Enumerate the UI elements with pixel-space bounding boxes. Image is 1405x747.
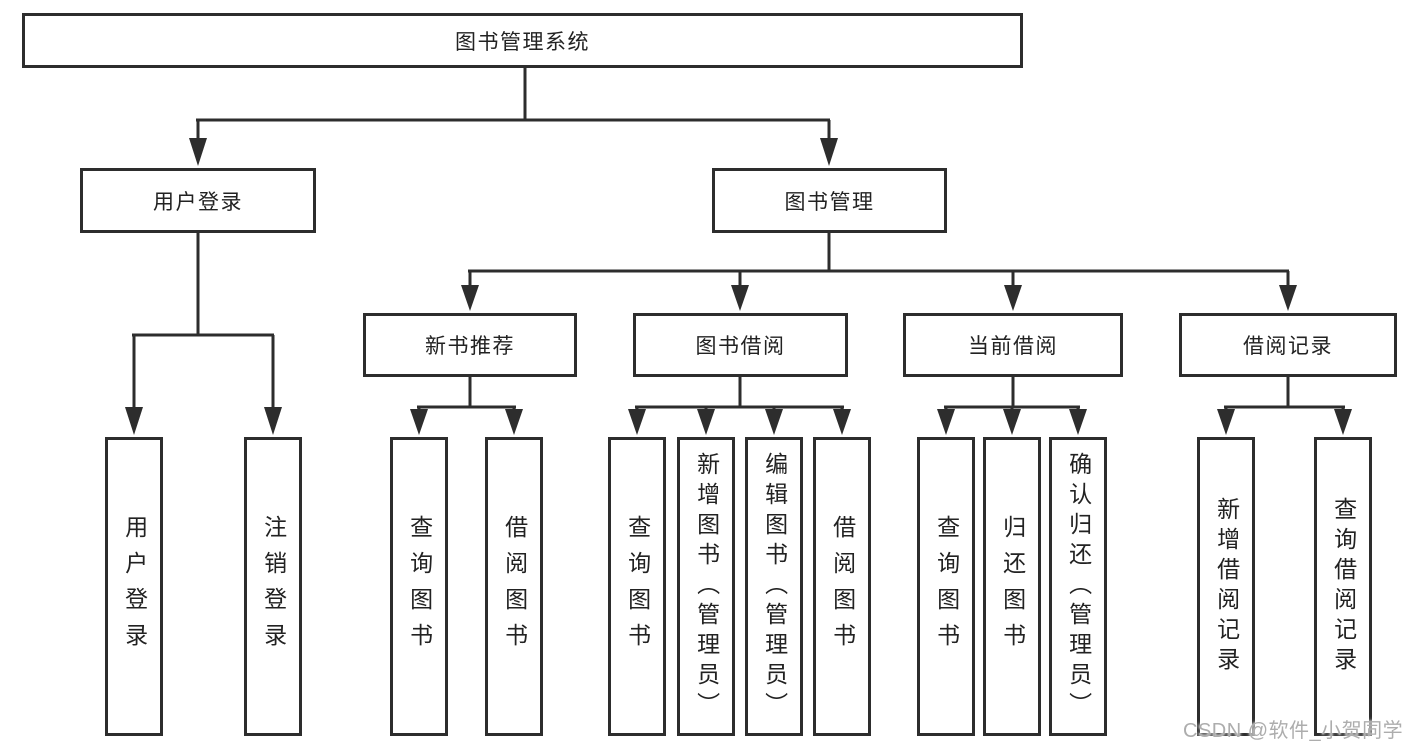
leaf-confirm-return-admin: 确认归还（管理员） (1049, 437, 1107, 736)
node-book-management: 图书管理 (712, 168, 947, 233)
watermark: CSDN @软件_小贺同学 (1183, 720, 1404, 742)
leaf-edit-book-admin: 编辑图书（管理员） (745, 437, 803, 736)
leaf-query-books-current: 查询图书 (917, 437, 975, 736)
leaf-add-borrow-record: 新增借阅记录 (1197, 437, 1255, 736)
leaf-add-book-admin: 新增图书（管理员） (677, 437, 735, 736)
leaf-query-books-borrow: 查询图书 (608, 437, 666, 736)
leaf-borrow-books-recommend: 借阅图书 (485, 437, 543, 736)
node-borrow-records: 借阅记录 (1179, 313, 1397, 377)
node-root: 图书管理系统 (22, 13, 1023, 68)
node-current-borrow: 当前借阅 (903, 313, 1123, 377)
node-user-login: 用户登录 (80, 168, 316, 233)
leaf-query-books-recommend: 查询图书 (390, 437, 448, 736)
node-book-borrow: 图书借阅 (633, 313, 848, 377)
leaf-query-borrow-record: 查询借阅记录 (1314, 437, 1372, 736)
leaf-logout: 注销登录 (244, 437, 302, 736)
leaf-user-login: 用户登录 (105, 437, 163, 736)
leaf-return-book: 归还图书 (983, 437, 1041, 736)
node-new-book-recommend: 新书推荐 (363, 313, 577, 377)
leaf-borrow-books: 借阅图书 (813, 437, 871, 736)
